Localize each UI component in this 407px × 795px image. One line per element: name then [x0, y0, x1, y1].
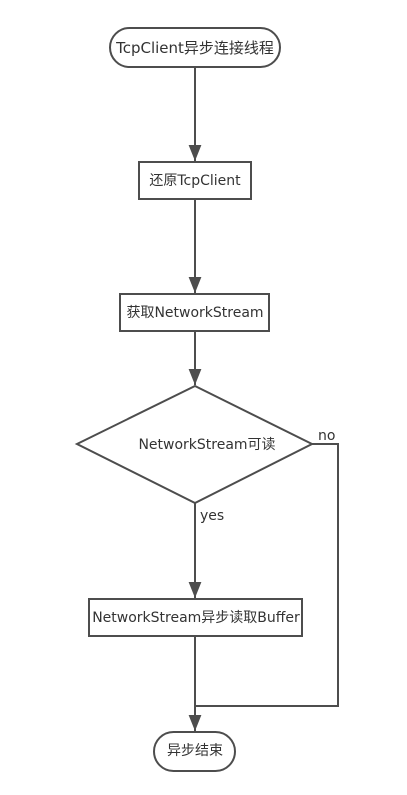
edge-yes-label: yes [200, 508, 225, 524]
edge-decision-no-to-end [195, 443, 339, 707]
restore-node [138, 161, 252, 200]
end-node-label: 异步结束 [167, 743, 223, 759]
start-node [109, 27, 281, 68]
start-node-label: TcpClient异步连接线程 [116, 39, 274, 57]
decision-node-label: NetworkStream可读 [138, 437, 276, 453]
restore-node-label: 还原TcpClient [149, 173, 241, 189]
get-stream-node [119, 293, 270, 332]
end-node [153, 731, 236, 772]
get-stream-node-label: 获取NetworkStream [126, 305, 264, 321]
edge-no-label: no [318, 428, 336, 444]
read-node-label: NetworkStream异步读取Buffer [92, 610, 300, 626]
decision-node [74, 384, 315, 505]
read-node [88, 598, 303, 637]
